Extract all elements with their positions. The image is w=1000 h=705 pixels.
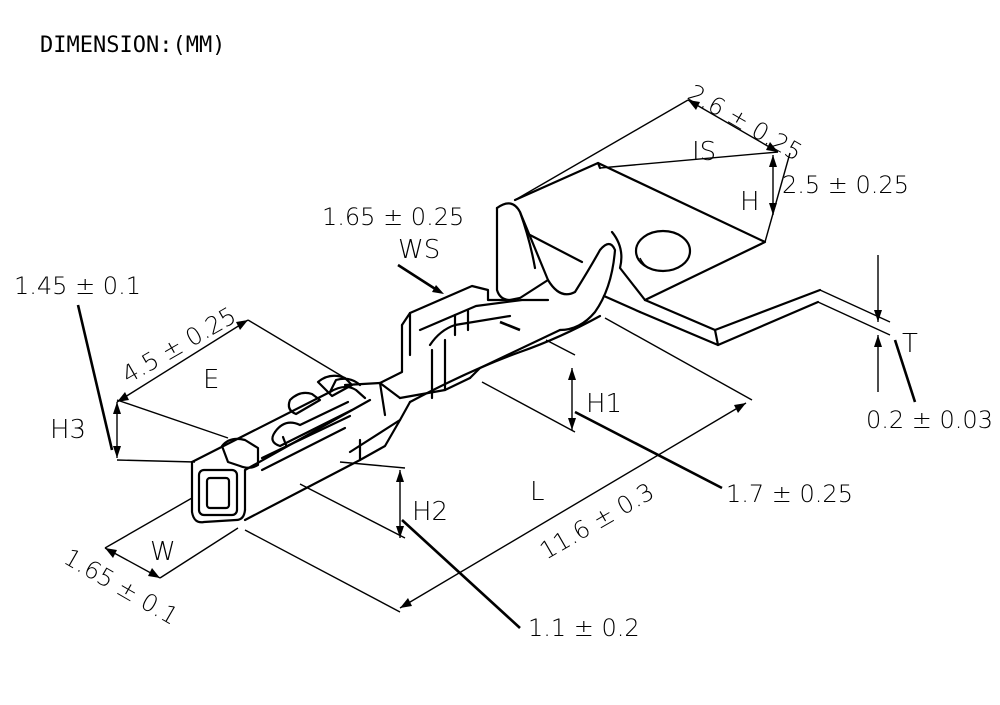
h2-value-text: 1.1 ± 0.2 <box>528 614 640 642</box>
dimension-lines <box>76 99 917 629</box>
h-value-text: 2.5 ± 0.25 <box>782 171 909 199</box>
h1-value-text: 1.7 ± 0.25 <box>726 480 853 508</box>
terminal-outline <box>190 161 822 524</box>
t-label: T <box>902 329 918 359</box>
e-value-text: 4.5 ± 0.25 <box>117 301 241 389</box>
e-label: E <box>203 365 219 395</box>
ws-label: WS <box>398 235 440 265</box>
h1-label: H1 <box>586 389 622 419</box>
drawing-title: DIMENSION:(MM) <box>40 33 225 58</box>
ws-value-text: 1.65 ± 0.25 <box>322 203 464 231</box>
t-value-text: 0.2 ± 0.03 <box>866 406 993 434</box>
h-label: H <box>740 187 760 217</box>
is-label: IS <box>692 137 716 167</box>
dimension-labels: 2.6 ± 0.25 IS 2.5 ± 0.25 H 1.65 ± 0.25 W… <box>14 79 993 642</box>
l-label: L <box>530 477 545 507</box>
w-label: W <box>150 537 176 567</box>
h2-label: H2 <box>412 497 448 527</box>
h3-value-text: 1.45 ± 0.1 <box>14 272 141 300</box>
h3-label: H3 <box>50 415 86 445</box>
